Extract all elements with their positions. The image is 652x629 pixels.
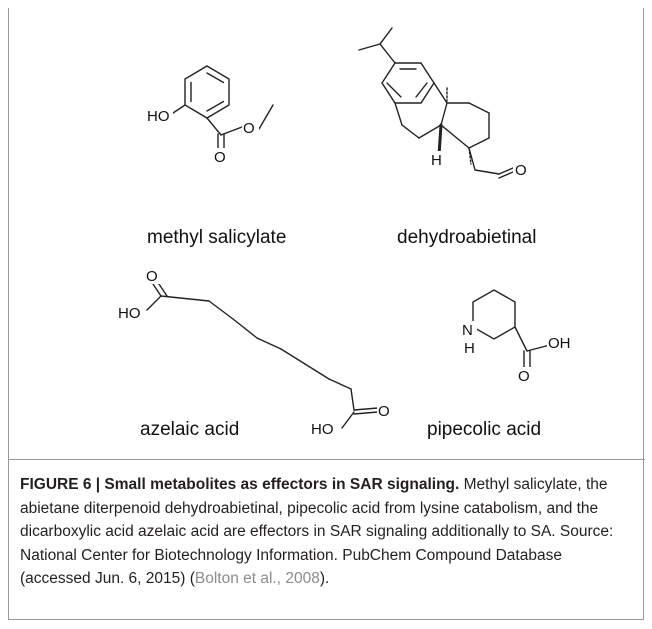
- compound-name-azelaic-acid: azelaic acid: [140, 419, 239, 440]
- ms-carbonyl-oxygen-label: O: [214, 149, 226, 166]
- pipecolic-acid-structure: [472, 289, 551, 370]
- dehydroabietinal-structure: [358, 27, 514, 179]
- methyl-salicylate-structure: [169, 65, 274, 153]
- pa-hydroxyl-label: OH: [548, 335, 571, 352]
- citation-link[interactable]: Bolton et al., 2008: [194, 570, 320, 587]
- ms-ester-oxygen-label: O: [243, 120, 255, 137]
- compound-name-dehydroabietinal: dehydroabietinal: [397, 227, 536, 248]
- azelaic-acid-structure: [146, 277, 379, 429]
- caption-divider: [9, 459, 645, 460]
- aa-carbonyl-oxygen-2-label: O: [378, 403, 390, 420]
- pa-carbonyl-oxygen-label: O: [518, 368, 530, 385]
- caption-text: Methyl salicylate, the abietane diterpen…: [20, 476, 614, 587]
- aa-hydroxyl-1-label: HO: [118, 305, 141, 322]
- figure-caption: FIGURE 6 | Small metabolites as effector…: [20, 473, 632, 591]
- caption-label: FIGURE 6 | Small metabolites as effector…: [20, 476, 460, 493]
- caption-end: ).: [319, 570, 330, 587]
- da-aldehyde-oxygen-label: O: [515, 162, 527, 179]
- structures-svg: HO O O H O O HO O HO N H O OH methyl sal…: [117, 27, 573, 440]
- figure-frame: HO O O H O O HO O HO N H O OH methyl sal…: [8, 8, 645, 620]
- pa-hydrogen-label: H: [464, 340, 475, 357]
- pa-nitrogen-label: N: [462, 322, 473, 339]
- compound-name-methyl-salicylate: methyl salicylate: [147, 227, 286, 248]
- da-hydrogen-label: H: [431, 152, 442, 169]
- chemical-structures-figure: HO O O H O O HO O HO N H O OH methyl sal…: [29, 8, 641, 453]
- ms-hydroxyl-label: HO: [147, 108, 170, 125]
- aa-hydroxyl-2-label: HO: [311, 421, 334, 438]
- aa-carbonyl-oxygen-1-label: O: [146, 268, 158, 285]
- compound-name-pipecolic-acid: pipecolic acid: [427, 419, 541, 440]
